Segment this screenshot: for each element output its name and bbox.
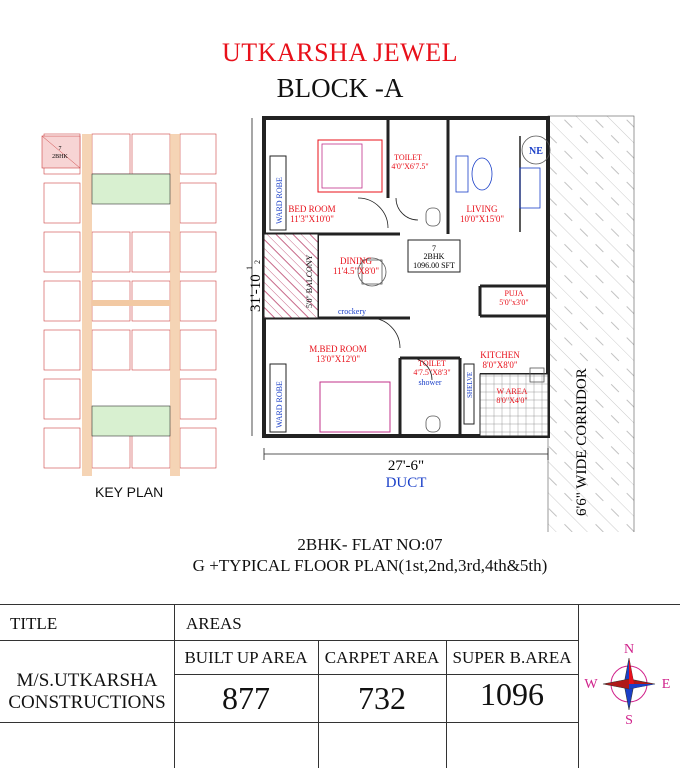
- compass-w: W: [584, 677, 598, 692]
- keyplan-unit-cell: [179, 280, 217, 322]
- carpet-value: 732: [358, 680, 406, 716]
- title-header: TITLE: [10, 614, 58, 633]
- keyplan-unit-cell: [91, 231, 131, 273]
- project-title: UTKARSHA JEWEL: [222, 38, 458, 67]
- compass-n: N: [624, 642, 634, 657]
- keyplan-unit-cell: [91, 329, 131, 371]
- corridor-label: 6'6" WIDE CORRIDOR: [574, 368, 590, 516]
- ne-label: NE: [529, 146, 543, 157]
- compass-s: S: [625, 713, 633, 728]
- areas-header: AREAS: [186, 614, 242, 633]
- height-dimension: 31'-10: [248, 274, 264, 312]
- floor-plan: 6'6" WIDE CORRIDOR BED ROOM 11'3"X10'0" …: [245, 115, 635, 532]
- key-plan: 7 2BHK: [41, 133, 217, 476]
- keyplan-unit-cell: [131, 329, 171, 371]
- keyplan-unit-cell: [43, 182, 81, 224]
- floor-title: G +TYPICAL FLOOR PLAN(1st,2nd,3rd,4th&5t…: [192, 556, 548, 575]
- keyplan-unit-cell: [179, 329, 217, 371]
- block-title: BLOCK -A: [276, 73, 404, 103]
- keyplan-unit-cell: [179, 133, 217, 175]
- col-builtup: BUILT UP AREA: [184, 648, 308, 667]
- height-frac-den: 2: [253, 260, 262, 264]
- keyplan-unit-cell: [91, 133, 131, 175]
- keyplan-unit-cell: [131, 231, 171, 273]
- height-frac-num: 1: [245, 266, 254, 270]
- bedroom-label: BED ROOM: [288, 204, 335, 214]
- shelve-label: SHELVE: [466, 372, 474, 398]
- corridor-area: [547, 115, 635, 532]
- warea-label: W AREA: [497, 387, 528, 396]
- width-dimension: 27'-6": [388, 458, 424, 474]
- keyplan-unit-cell: [43, 378, 81, 420]
- warea-size: 8'0"X4'0": [496, 396, 527, 405]
- keyplan-unit-no: 7: [59, 146, 62, 152]
- keyplan-label: KEY PLAN: [95, 484, 164, 500]
- shower-label: shower: [418, 378, 441, 387]
- kitchen-label: KITCHEN: [480, 350, 520, 360]
- puja-size: 5'0"x3'0": [499, 298, 528, 307]
- keyplan-unit-cell: [43, 427, 81, 469]
- balcony-label: 5'0" BALCONY: [305, 254, 314, 308]
- keyplan-unit-cell: [131, 133, 171, 175]
- kitchen-size: 8'0"X8'0": [482, 360, 517, 370]
- bedroom-size: 11'3"X10'0": [290, 214, 334, 224]
- toilet2-size: 4'7.5"X8'3": [413, 368, 450, 377]
- keyplan-unit-cell: [43, 231, 81, 273]
- unit-type-label: 2BHK: [424, 252, 445, 261]
- master-size: 13'0"X12'0": [316, 354, 360, 364]
- flat-title: 2BHK- FLAT NO:07: [297, 535, 443, 554]
- col-super: SUPER B.AREA: [452, 648, 572, 667]
- col-carpet: CARPET AREA: [324, 648, 440, 667]
- unit-no-label: 7: [432, 244, 436, 253]
- dining-size: 11'4.5"X8'0": [333, 266, 379, 276]
- company-line2: CONSTRUCTIONS: [8, 692, 166, 713]
- keyplan-unit-cell: [179, 182, 217, 224]
- living-label: LIVING: [467, 204, 498, 214]
- puja-label: PUJA: [504, 289, 523, 298]
- wardrobe2-label: WARD ROBE: [275, 381, 284, 428]
- compass-e: E: [662, 677, 671, 692]
- compass-icon: N S E W: [584, 642, 671, 728]
- toilet2-label: TOILET: [418, 359, 446, 368]
- crockery-label: crockery: [338, 307, 366, 316]
- super-value: 1096: [480, 676, 544, 712]
- company-line1: M/S.UTKARSHA: [16, 670, 158, 691]
- keyplan-unit-cell: [179, 378, 217, 420]
- toilet1-size: 4'0"X6'7.5": [391, 162, 428, 171]
- keyplan-unit-cell: [43, 280, 81, 322]
- keyplan-unit-cell: [43, 329, 81, 371]
- unit-area-label: 1096.00 SFT: [413, 261, 455, 270]
- keyplan-unit-cell: [179, 231, 217, 273]
- duct-label: DUCT: [386, 475, 427, 491]
- master-label: M.BED ROOM: [309, 344, 367, 354]
- keyplan-unit-cell: [179, 427, 217, 469]
- living-size: 10'0"X15'0": [460, 214, 504, 224]
- keyplan-unit-type: 2BHK: [52, 154, 68, 160]
- dining-label: DINING: [340, 256, 372, 266]
- toilet1-label: TOILET: [394, 153, 422, 162]
- builtup-value: 877: [222, 680, 270, 716]
- wardrobe1-label: WARD ROBE: [275, 177, 284, 224]
